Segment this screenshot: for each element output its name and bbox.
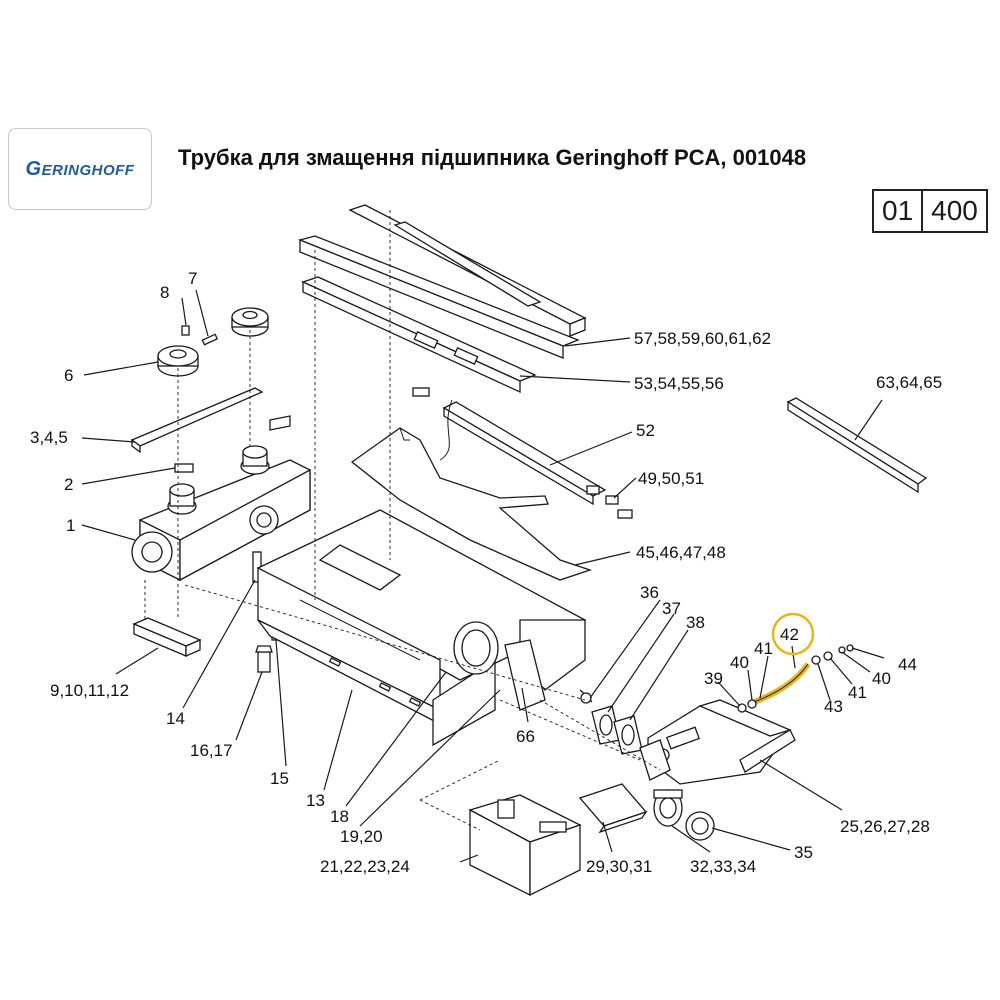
page-number: 400 xyxy=(921,191,986,231)
mount-bracket-29 xyxy=(578,783,648,834)
callout-41-right: 41 xyxy=(848,683,867,702)
shaft-part-52 xyxy=(412,387,607,506)
leader-lines xyxy=(81,289,885,863)
callout-40-left: 40 xyxy=(730,653,749,672)
flange-part-6 xyxy=(157,307,269,377)
plate-part-9 xyxy=(132,617,202,657)
pin-parts-7-8 xyxy=(181,325,219,346)
callout-57: 57,58,59,60,61,62 xyxy=(634,329,771,348)
callout-7: 7 xyxy=(188,269,197,288)
callout-43: 43 xyxy=(824,697,843,716)
bracket-part-21 xyxy=(468,794,582,897)
callout-labels: 57,58,59,60,61,62 53,54,55,56 63,64,65 5… xyxy=(30,269,942,876)
bearing-part-32 xyxy=(653,789,715,841)
callout-2: 2 xyxy=(64,475,73,494)
logo-rest: ERINGHOFF xyxy=(41,161,135,179)
main-frame-13 xyxy=(256,509,587,747)
callout-41-left: 41 xyxy=(754,639,773,658)
callout-42: 42 xyxy=(780,625,799,644)
callout-39: 39 xyxy=(704,669,723,688)
callout-38: 38 xyxy=(686,613,705,632)
callout-13: 13 xyxy=(306,791,325,810)
side-rail-part xyxy=(786,397,928,494)
highlight-ring-42 xyxy=(771,612,815,656)
geringhoff-logo: GERINGHOFF xyxy=(8,128,152,210)
callout-40-right: 40 xyxy=(872,669,891,688)
callout-63: 63,64,65 xyxy=(876,373,942,392)
clip-part-49 xyxy=(605,495,633,519)
guide-plate-45 xyxy=(350,427,593,581)
callout-8: 8 xyxy=(160,283,169,302)
logo-initial: G xyxy=(25,157,42,180)
callout-52: 52 xyxy=(636,421,655,440)
top-rail-assembly xyxy=(297,204,587,394)
callout-6: 6 xyxy=(64,366,73,385)
callout-19-20: 19,20 xyxy=(340,827,383,846)
callout-15: 15 xyxy=(270,769,289,788)
callout-44: 44 xyxy=(898,655,917,674)
callout-14: 14 xyxy=(166,709,185,728)
strip-part-3 xyxy=(130,387,264,454)
gearbox-assembly xyxy=(131,415,311,582)
callout-66: 66 xyxy=(516,727,535,746)
callout-45: 45,46,47,48 xyxy=(636,543,726,562)
callout-49: 49,50,51 xyxy=(638,469,704,488)
callout-16-17: 16,17 xyxy=(190,741,233,760)
page-code-box: 01 400 xyxy=(872,189,988,233)
centre-lines xyxy=(144,210,661,831)
callout-21-24: 21,22,23,24 xyxy=(320,857,410,876)
page-title: Трубка для змащення підшипника Geringhof… xyxy=(178,145,807,170)
callout-53: 53,54,55,56 xyxy=(634,374,724,393)
callout-1: 1 xyxy=(66,516,75,535)
bearing-assembly-right xyxy=(579,689,796,785)
callout-36: 36 xyxy=(640,583,659,602)
section-number: 01 xyxy=(882,195,914,226)
callout-25-28: 25,26,27,28 xyxy=(840,817,930,836)
callout-32-34: 32,33,34 xyxy=(690,857,756,876)
callout-35: 35 xyxy=(794,843,813,862)
callout-37: 37 xyxy=(662,599,681,618)
callout-29-31: 29,30,31 xyxy=(586,857,652,876)
callout-3-4-5: 3,4,5 xyxy=(30,428,68,447)
callout-18: 18 xyxy=(330,807,349,826)
callout-9-12: 9,10,11,12 xyxy=(50,681,129,700)
